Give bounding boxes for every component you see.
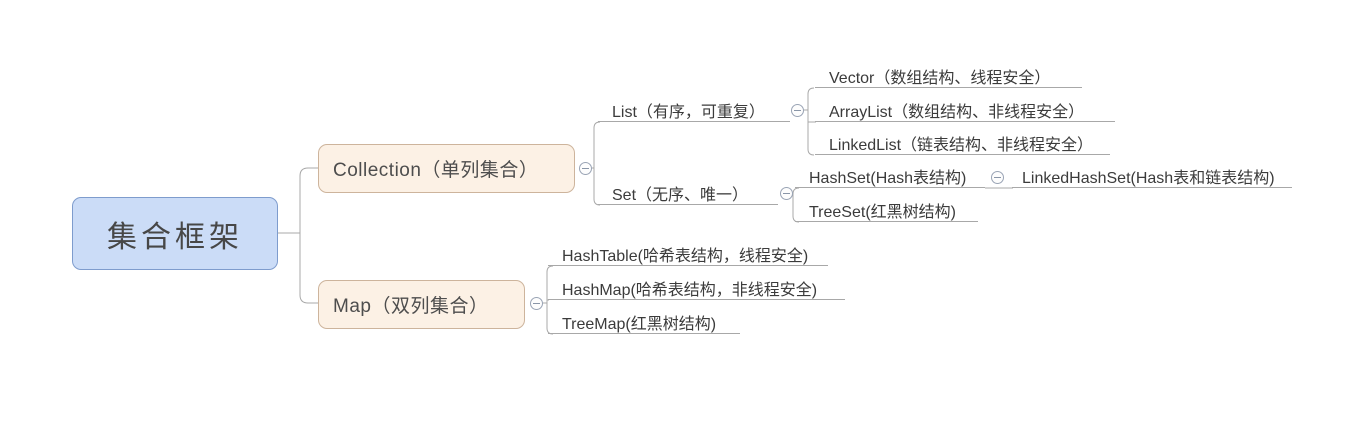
topic-linkedhashset[interactable]: LinkedHashSet(Hash表和链表结构) (1012, 161, 1292, 188)
topic-set[interactable]: Set（无序、唯一） (598, 178, 778, 205)
topic-linkedlist[interactable]: LinkedList（链表结构、非线程安全） (815, 128, 1110, 155)
topic-hashmap[interactable]: HashMap(哈希表结构，非线程安全) (548, 273, 845, 300)
topic-treemap[interactable]: TreeMap(红黑树结构) (548, 307, 740, 334)
collapse-toggle-list-minus-icon[interactable] (791, 104, 804, 117)
topic-arraylist[interactable]: ArrayList（数组结构、非线程安全） (815, 95, 1115, 122)
topic-map[interactable]: Map（双列集合） (318, 280, 525, 329)
topic-list[interactable]: List（有序，可重复） (598, 95, 790, 122)
topic-treeset[interactable]: TreeSet(红黑树结构) (795, 195, 978, 222)
collapse-toggle-collection-minus-icon[interactable] (579, 162, 592, 175)
collapse-toggle-set-minus-icon[interactable] (780, 187, 793, 200)
topic-vector[interactable]: Vector（数组结构、线程安全） (815, 61, 1082, 88)
topic-collection[interactable]: Collection（单列集合） (318, 144, 575, 193)
topic-hashset[interactable]: HashSet(Hash表结构) (795, 161, 985, 188)
collapse-toggle-map-minus-icon[interactable] (530, 297, 543, 310)
root-topic[interactable]: 集合框架 (72, 197, 278, 270)
topic-hashtable[interactable]: HashTable(哈希表结构，线程安全) (548, 239, 828, 266)
collapse-toggle-hashset-minus-icon[interactable] (991, 171, 1004, 184)
